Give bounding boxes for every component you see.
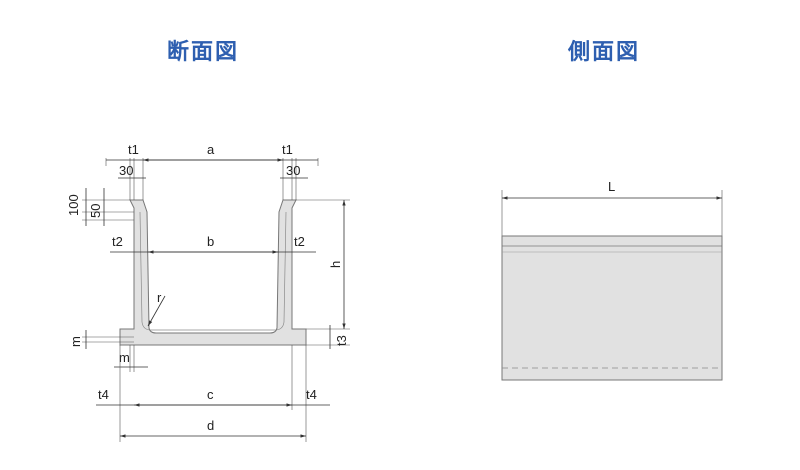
- label-t2-right: t2: [294, 234, 305, 249]
- label-b: b: [207, 234, 214, 249]
- label-t1-left: t1: [128, 142, 139, 157]
- label-d: d: [207, 418, 214, 433]
- label-30-right: 30: [286, 163, 300, 178]
- label-50: 50: [88, 204, 103, 218]
- side-view-title: 側面図: [568, 40, 641, 65]
- side-view-body: [501, 235, 723, 381]
- label-t3: t3: [334, 335, 349, 346]
- cross-section-title: 断面図: [167, 40, 240, 65]
- label-t2-left: t2: [112, 234, 123, 249]
- label-m-bottom: m: [119, 350, 130, 365]
- label-t1-right: t1: [282, 142, 293, 157]
- leader-r: [147, 295, 166, 327]
- label-100: 100: [66, 194, 81, 216]
- label-m-left: m: [68, 336, 83, 347]
- inner-contour-line: [139, 211, 287, 331]
- label-t4-right: t4: [306, 387, 317, 402]
- label-c: c: [207, 387, 214, 402]
- label-r: r: [157, 290, 162, 305]
- label-h: h: [328, 261, 343, 268]
- label-t4-left: t4: [98, 387, 109, 402]
- side-view-drawing: L: [501, 179, 723, 381]
- cross-section-drawing: t1 a t1 30 30 100 50 t2 b t2: [66, 142, 350, 442]
- label-L: L: [608, 179, 615, 194]
- channel-section-body: [119, 199, 307, 346]
- label-30-left: 30: [119, 163, 133, 178]
- label-a: a: [207, 142, 215, 157]
